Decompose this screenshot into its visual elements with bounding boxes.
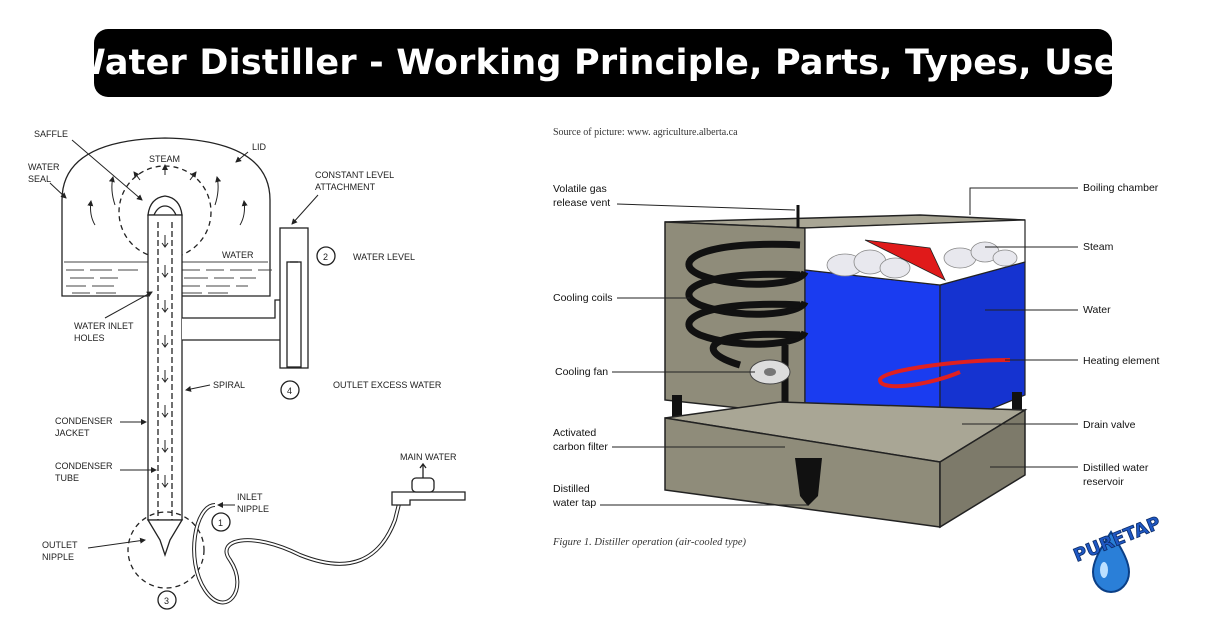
distilled-tap bbox=[795, 458, 822, 506]
cooling-fan bbox=[749, 359, 791, 385]
label-water: WATER bbox=[222, 250, 254, 260]
label-volatile-2: release vent bbox=[553, 197, 610, 209]
steam-clouds bbox=[826, 241, 1018, 279]
source-credit: Source of picture: www. agriculture.albe… bbox=[553, 127, 738, 138]
label-water-level: WATER LEVEL bbox=[353, 252, 415, 262]
label-main-water: MAIN WATER bbox=[400, 452, 457, 462]
outlet-nipple bbox=[146, 519, 184, 558]
label-spiral: SPIRAL bbox=[213, 380, 245, 390]
label-water-right: Water bbox=[1083, 304, 1111, 316]
label-constant-level-2: ATTACHMENT bbox=[315, 182, 376, 192]
label-tap-2: water tap bbox=[552, 497, 596, 509]
marker-1: 1 bbox=[218, 518, 223, 528]
label-cooling-fan: Cooling fan bbox=[555, 366, 608, 378]
condenser-jacket bbox=[147, 214, 183, 521]
label-constant-level-1: CONSTANT LEVEL bbox=[315, 170, 394, 180]
label-condenser-jacket-2: JACKET bbox=[55, 428, 90, 438]
label-outlet-nipple-2: NIPPLE bbox=[42, 552, 74, 562]
puretap-logo: PURETAP bbox=[1070, 512, 1164, 594]
leader-lines bbox=[600, 187, 1078, 506]
right-diagram-left-labels: Volatile gas release vent Cooling coils … bbox=[552, 183, 613, 509]
water-drop-icon bbox=[1091, 530, 1131, 594]
right-distiller-diagram bbox=[600, 187, 1078, 529]
label-steam: STEAM bbox=[149, 154, 180, 164]
label-condenser-jacket-1: CONDENSER bbox=[55, 416, 113, 426]
level-connector bbox=[182, 299, 287, 341]
heating-element bbox=[877, 358, 1011, 389]
label-inlet-nipple-2: NIPPLE bbox=[237, 504, 269, 514]
left-diagram-labels: SAFFLE STEAM LID WATER SEAL CONSTANT LEV… bbox=[28, 129, 457, 606]
label-cooling-coils: Cooling coils bbox=[553, 292, 613, 304]
label-carbon-1: Activated bbox=[553, 427, 596, 439]
marker-4: 4 bbox=[287, 386, 292, 396]
page-title: Water Distiller - Working Principle, Par… bbox=[67, 43, 1139, 83]
label-water-seal-1: WATER bbox=[28, 162, 60, 172]
marker-2: 2 bbox=[323, 252, 328, 262]
label-drain-valve: Drain valve bbox=[1083, 419, 1136, 431]
label-heating-element: Heating element bbox=[1083, 355, 1160, 367]
label-water-seal-2: SEAL bbox=[28, 174, 51, 184]
label-lid: LID bbox=[252, 142, 267, 152]
label-water-inlet-2: HOLES bbox=[74, 333, 105, 343]
label-reservoir-1: Distilled water bbox=[1083, 462, 1149, 474]
label-water-inlet-1: WATER INLET bbox=[74, 321, 134, 331]
label-reservoir-2: reservoir bbox=[1083, 476, 1124, 488]
label-condenser-tube-2: TUBE bbox=[55, 473, 79, 483]
label-steam-right: Steam bbox=[1083, 241, 1114, 253]
inlet-hose bbox=[192, 499, 402, 605]
main-water-faucet bbox=[391, 462, 466, 506]
right-diagram-right-labels: Boiling chamber Steam Water Heating elem… bbox=[1083, 182, 1160, 488]
label-tap-1: Distilled bbox=[553, 483, 590, 495]
outlet-dashed-zone bbox=[127, 511, 205, 589]
label-condenser-tube-1: CONDENSER bbox=[55, 461, 113, 471]
label-outlet-nipple-1: OUTLET bbox=[42, 540, 78, 550]
steam-baffle bbox=[864, 239, 946, 281]
label-carbon-2: carbon filter bbox=[553, 441, 608, 453]
left-distiller-diagram bbox=[49, 137, 466, 610]
label-outlet-excess: OUTLET EXCESS WATER bbox=[333, 380, 442, 390]
label-boiling-chamber: Boiling chamber bbox=[1083, 182, 1159, 194]
figure-caption: Figure 1. Distiller operation (air-coole… bbox=[552, 537, 747, 548]
title-banner: Water Distiller - Working Principle, Par… bbox=[67, 29, 1139, 97]
reservoir-side bbox=[939, 408, 1026, 529]
label-volatile-1: Volatile gas bbox=[553, 183, 607, 195]
label-inlet-nipple-1: INLET bbox=[237, 492, 263, 502]
label-saffle: SAFFLE bbox=[34, 129, 68, 139]
marker-3: 3 bbox=[164, 596, 169, 606]
